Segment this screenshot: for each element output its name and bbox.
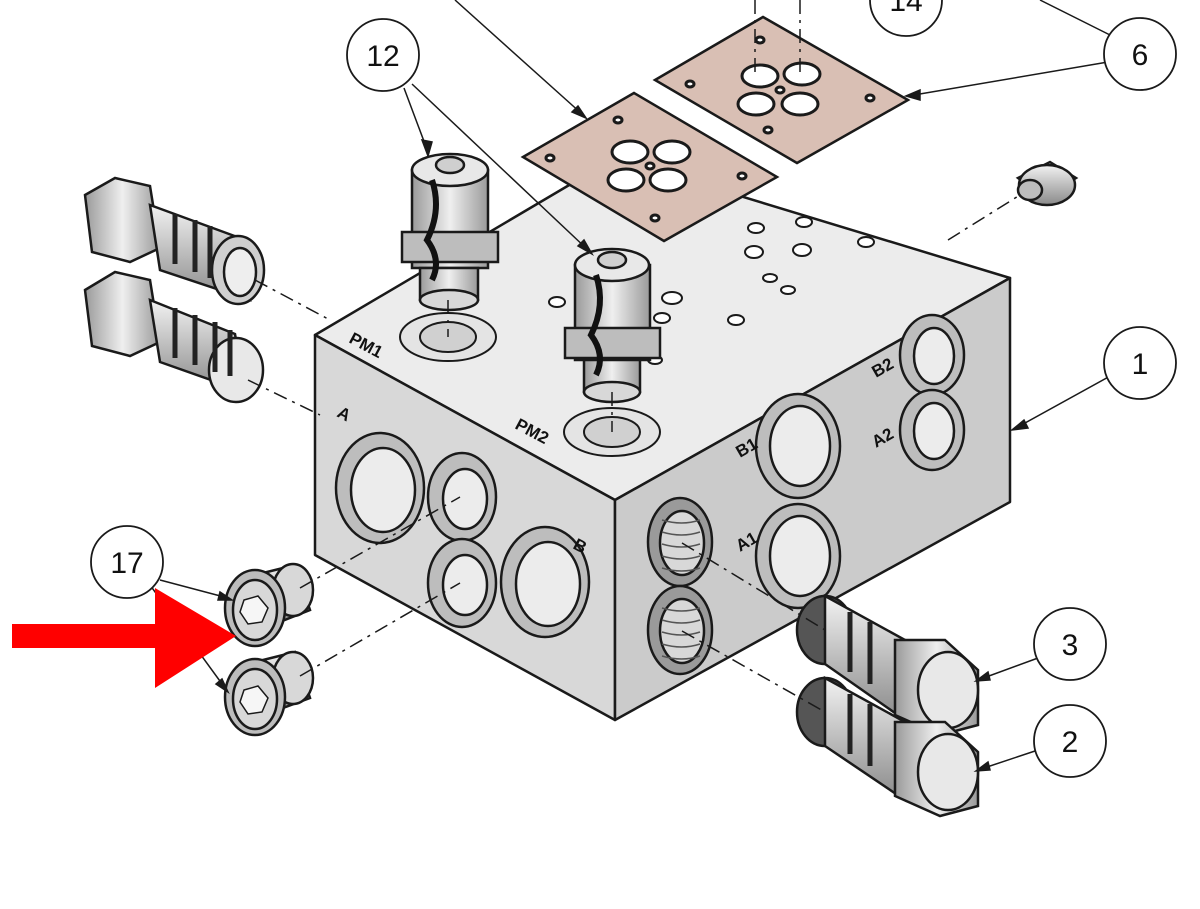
callout-14: 14 [869, 0, 943, 37]
callout-3-label: 3 [1062, 629, 1079, 662]
callout-2: 2 [1033, 704, 1107, 778]
callout-2-label: 2 [1062, 726, 1079, 759]
cartridge-valve-2 [795, 675, 980, 818]
gasket-front [520, 91, 780, 243]
callout-12-label: 12 [366, 40, 399, 73]
check-valve-pm1 [400, 152, 500, 312]
callout-6-label: 6 [1132, 39, 1149, 72]
callout-3: 3 [1033, 607, 1107, 681]
gasket-rear [652, 15, 911, 165]
callout-1-label: 1 [1132, 348, 1149, 381]
callout-1: 1 [1103, 326, 1177, 400]
red-pointer-arrow [12, 588, 236, 688]
callout-6: 6 [1103, 17, 1177, 91]
cartridge-valve-3 [795, 593, 980, 737]
plug-top-right [1015, 160, 1079, 207]
cartridge-valve-upper-left [83, 176, 266, 306]
block-side-face [613, 276, 1012, 722]
thread-lines [661, 519, 701, 660]
plug-17-lower [223, 650, 315, 737]
callout-12: 12 [346, 18, 420, 92]
cartridge-valve-lower-left [83, 270, 265, 404]
callout-17: 17 [90, 525, 164, 599]
assembly-axis-lines [247, 0, 1021, 713]
front-face-ports [334, 431, 591, 639]
callout-17-label: 17 [110, 547, 143, 580]
check-valve-pm2 [563, 247, 662, 404]
red-arrow-shape [12, 588, 236, 688]
callout-14-label: 14 [889, 0, 922, 18]
plug-17-upper [223, 562, 315, 648]
